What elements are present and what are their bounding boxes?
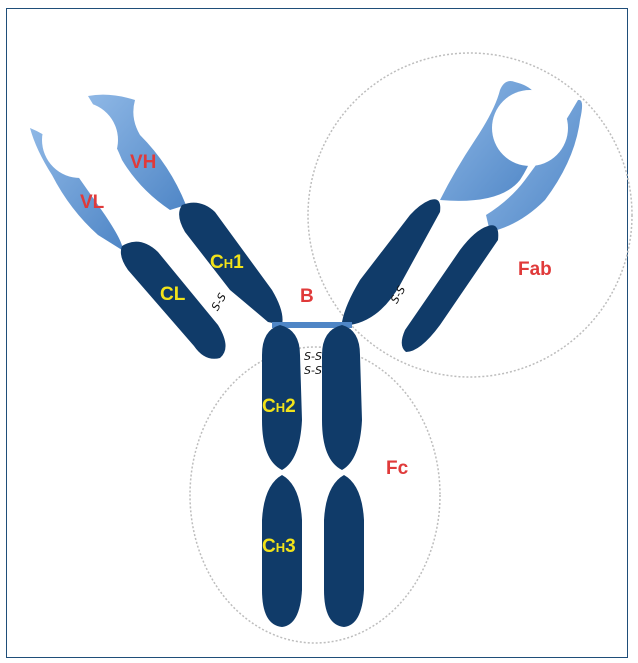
disulfide-left-arm: S-S [209, 291, 229, 313]
disulfide-hinge-2: S-S [304, 364, 322, 377]
ch2-domain-right [322, 325, 362, 470]
ch3-label: CH3 [262, 536, 296, 557]
ch3-domain-right [324, 475, 364, 627]
left-antigen-pocket [42, 102, 118, 178]
ch1-label: CH1 [210, 252, 244, 273]
cl-label: CL [160, 284, 186, 305]
right-antigen-pocket [492, 90, 568, 166]
disulfide-hinge-1: S-S [304, 350, 322, 363]
fc-label: Fc [386, 458, 409, 479]
hinge-label: B [300, 286, 314, 307]
fc-region-ellipse [190, 347, 440, 643]
vl-label: VL [80, 192, 105, 213]
fab-region-circle [308, 53, 632, 377]
fab-label: Fab [518, 259, 552, 280]
vh-label: VH [130, 152, 156, 173]
ch2-label: CH2 [262, 396, 296, 417]
